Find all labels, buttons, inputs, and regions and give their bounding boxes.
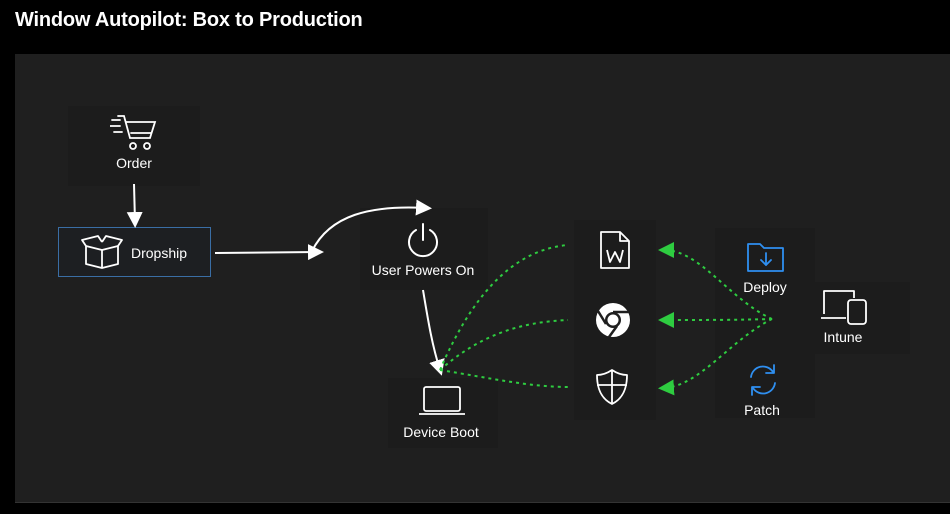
chrome-icon: [596, 303, 630, 338]
device-boot-node: [388, 378, 498, 448]
user-powers-on-label: User Powers On: [371, 262, 475, 278]
patch-label: Patch: [744, 402, 780, 418]
order-node: [68, 106, 200, 186]
devices-icon: [821, 290, 867, 325]
page-title: Window Autopilot: Box to Production: [15, 9, 363, 31]
word-document-icon: [600, 231, 630, 269]
open-box-icon: [81, 235, 123, 269]
refresh-icon: [750, 364, 776, 396]
shield-icon: [596, 369, 628, 405]
shopping-cart-icon: [110, 115, 157, 150]
laptop-icon: [419, 386, 465, 415]
intune-label: Intune: [823, 329, 863, 345]
deploy-label: Deploy: [743, 279, 787, 295]
folder-download-icon: [747, 243, 784, 272]
device-boot-label: Device Boot: [403, 424, 479, 440]
order-label: Order: [116, 155, 152, 171]
dropship-label: Dropship: [130, 245, 188, 261]
dropship-node[interactable]: [58, 227, 211, 277]
divider: [15, 502, 950, 503]
power-icon: [408, 223, 438, 258]
